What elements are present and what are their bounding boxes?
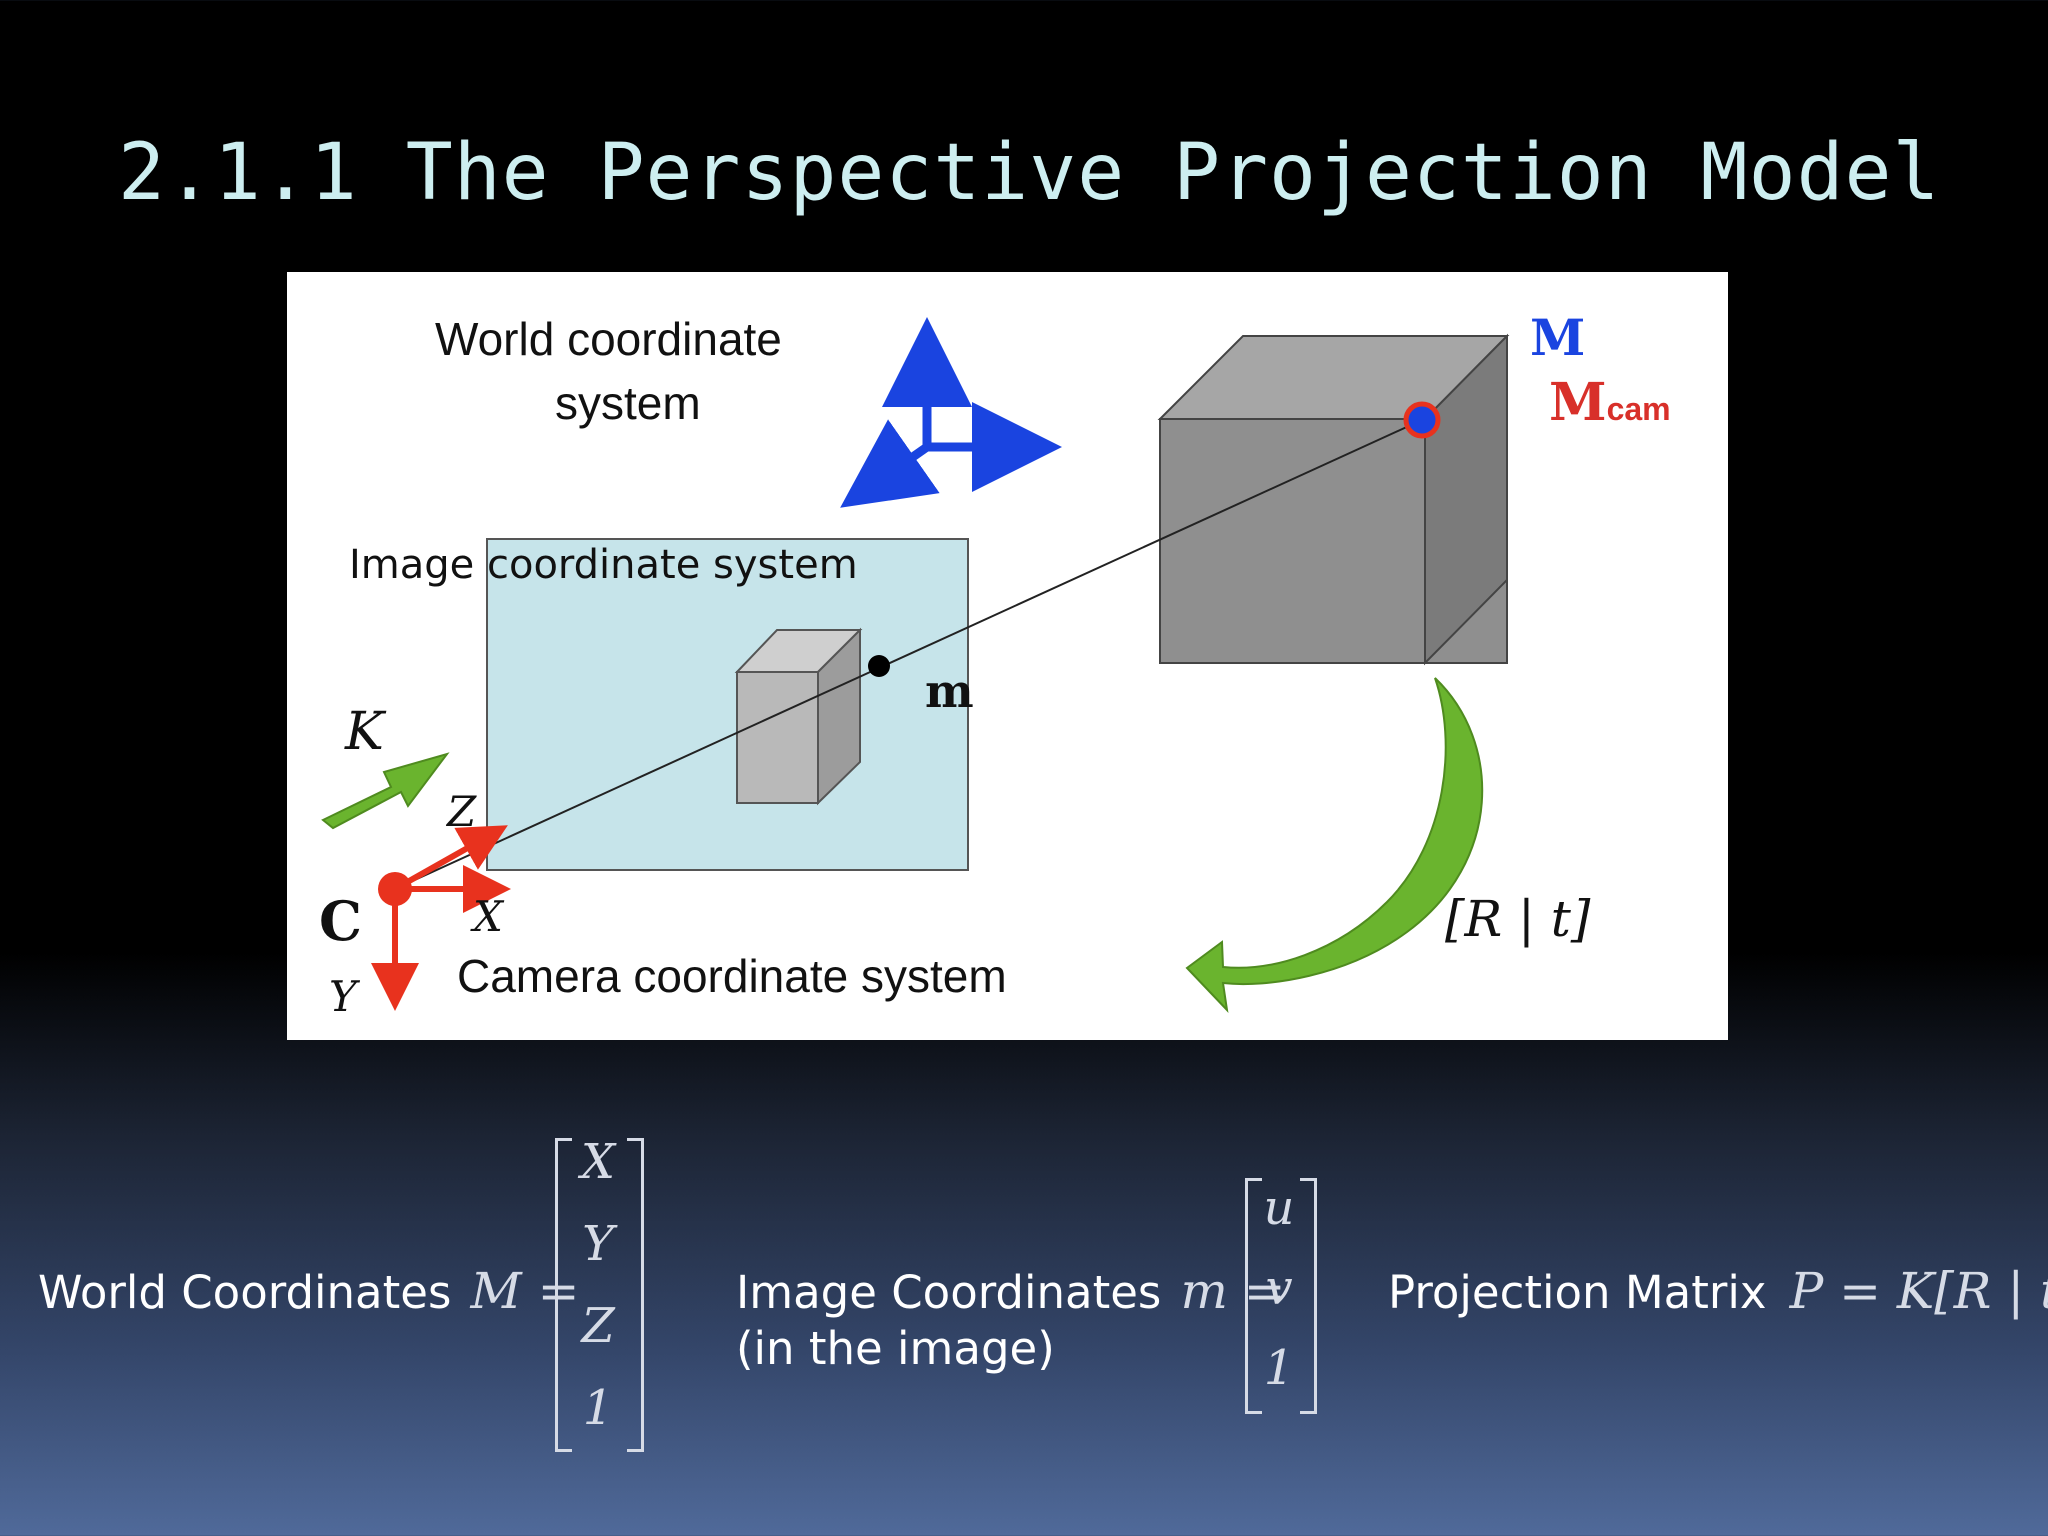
world-coordinates-label: World Coordinates [38, 1266, 452, 1319]
point-M-cam-sub: cam [1606, 391, 1671, 427]
world-matrix-cell: X [580, 1134, 616, 1190]
world-axes [840, 317, 1062, 508]
world-matrix-right-bracket [627, 1138, 644, 1452]
image-coordinates-sublabel: (in the image) [736, 1322, 1055, 1375]
projection-diagram: World coordinate system Image coordinate… [287, 272, 1728, 1040]
world-coordinates-lhs: M = [470, 1262, 580, 1320]
camera-center-label: C [319, 889, 362, 953]
intrinsics-label: K [345, 702, 384, 762]
axis-z-label: Z [447, 787, 477, 836]
world-matrix-cell: 1 [582, 1380, 614, 1436]
extrinsics-label: [R | t] [1445, 890, 1591, 948]
diagram-graphics [321, 317, 1510, 1013]
image-coordinates-lhs: m = [1180, 1262, 1286, 1320]
projection-matrix-formula: P = K[R | t] [1789, 1262, 2048, 1320]
world-coord-label-line2: system [555, 377, 701, 429]
world-cube [1157, 333, 1510, 666]
point-m-label: m [925, 664, 974, 718]
image-coordinates-label: Image Coordinates [736, 1266, 1162, 1319]
world-matrix-left-bracket [555, 1138, 572, 1452]
axis-x-label: X [473, 892, 503, 941]
camera-coord-label: Camera coordinate system [457, 950, 1007, 1002]
extrinsics-arrow [1185, 677, 1484, 1013]
projected-cube [734, 627, 863, 806]
projection-matrix-label: Projection Matrix [1388, 1266, 1767, 1319]
world-coord-label-line1: World coordinate [435, 313, 782, 365]
point-M-cam-main: M [1549, 372, 1607, 433]
image-matrix-left-bracket [1245, 1178, 1262, 1414]
point-M-label: M [1530, 308, 1586, 367]
image-coord-label: Image coordinate system [349, 542, 858, 588]
intrinsics-arrow [321, 752, 450, 830]
image-matrix-cell: v [1265, 1260, 1293, 1316]
point-M [1403, 401, 1441, 439]
point-M-cam-label: Mcam [1549, 372, 1671, 433]
world-matrix-cell: Z [581, 1298, 615, 1354]
world-matrix-cell: Y [582, 1216, 614, 1272]
image-matrix-cell: 1 [1263, 1340, 1295, 1396]
slide-title: 2.1.1 The Perspective Projection Model [118, 128, 1941, 218]
axis-y-label: Y [329, 972, 357, 1021]
camera-center [378, 872, 412, 906]
projection-ray [394, 419, 1423, 890]
point-m [868, 655, 890, 677]
image-matrix-right-bracket [1300, 1178, 1317, 1414]
image-matrix-cell: u [1263, 1180, 1295, 1236]
image-plane [486, 538, 969, 871]
projection-matrix-equation: Projection Matrix P = K[R | t] [1388, 1262, 2048, 1320]
